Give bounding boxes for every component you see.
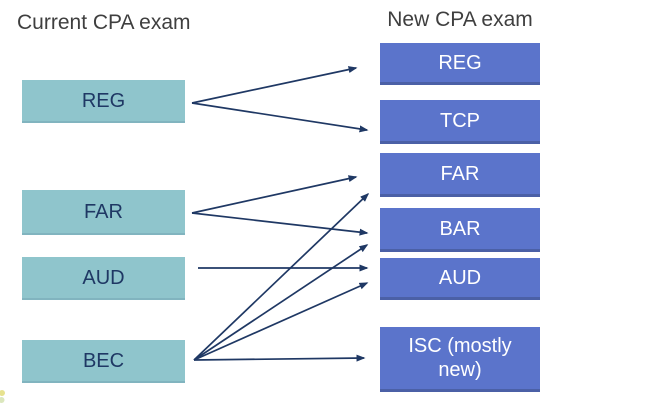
arrow-REG-to-TCP <box>191 102 369 133</box>
arrow-BEC-to-AUD <box>193 282 369 361</box>
left-node-far-label: FAR <box>84 200 123 223</box>
left-node-far: FAR <box>22 190 185 235</box>
left-node-aud-label: AUD <box>82 266 125 289</box>
corner-logo-artifact <box>0 390 5 403</box>
right-node-isc: ISC (mostly new) <box>380 327 540 392</box>
right-node-bar: BAR <box>380 208 540 252</box>
arrow-BEC-to-BAR <box>193 244 369 361</box>
new-exam-column-title: New CPA exam <box>387 8 533 31</box>
right-node-aud-label: AUD <box>438 266 482 289</box>
left-node-aud: AUD <box>22 257 185 300</box>
right-node-aud: AUD <box>380 258 540 300</box>
arrow-REG-to-REG <box>191 66 358 104</box>
left-node-bec: BEC <box>22 340 185 383</box>
right-node-far-label: FAR <box>440 162 480 185</box>
arrow-FAR-to-FAR <box>191 175 358 214</box>
left-node-reg: REG <box>22 80 185 123</box>
left-node-reg-label: REG <box>81 89 126 112</box>
arrow-FAR-to-BAR <box>191 212 369 236</box>
right-node-isc-label: ISC (mostly new) <box>408 335 512 381</box>
right-node-tcp-label: TCP <box>440 109 480 132</box>
right-node-tcp: TCP <box>380 100 540 144</box>
current-exam-column-title: Current CPA exam <box>17 11 191 34</box>
right-node-reg: REG <box>380 43 540 85</box>
arrow-BEC-to-FAR <box>193 192 370 361</box>
arrow-BEC-to-ISC <box>193 354 366 362</box>
left-node-bec-label: BEC <box>82 349 125 372</box>
right-node-far: FAR <box>380 153 540 197</box>
right-node-bar-label: BAR <box>439 217 481 240</box>
right-node-reg-label: REG <box>438 51 482 74</box>
